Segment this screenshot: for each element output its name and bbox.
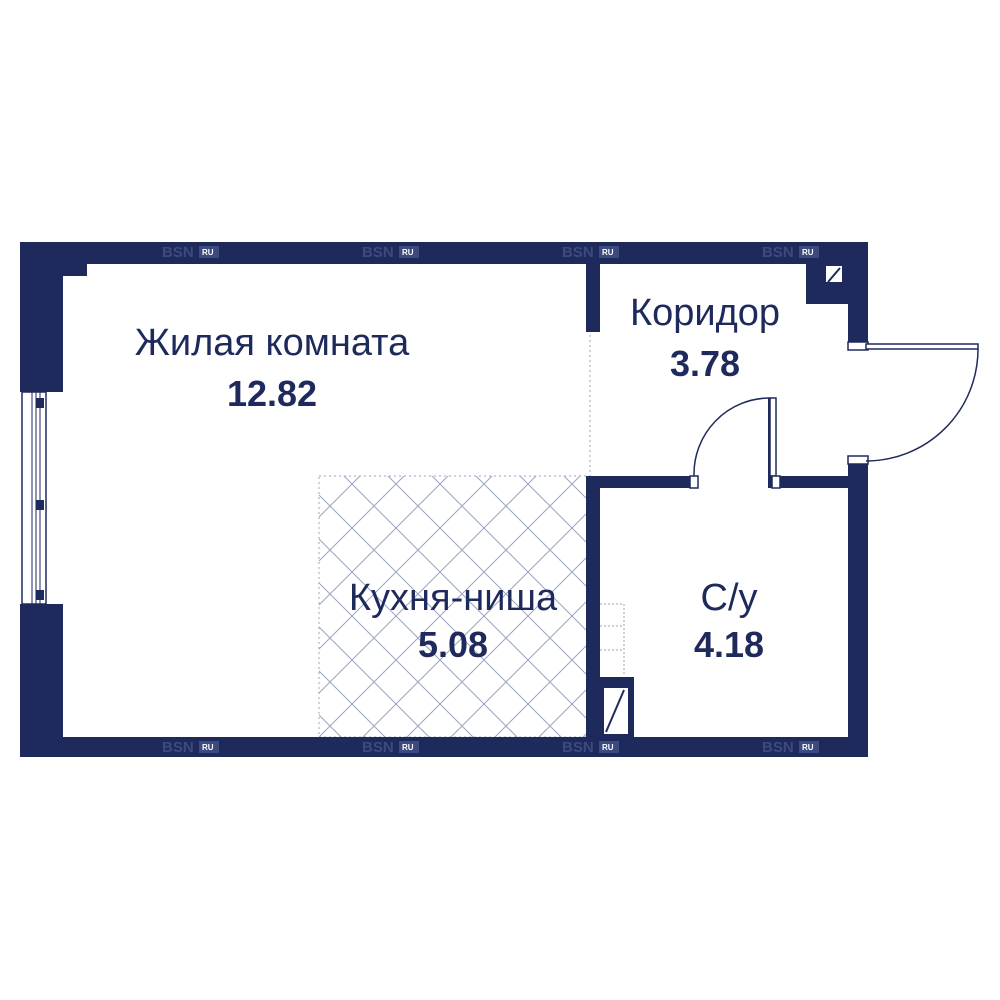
svg-text:RU: RU: [202, 248, 214, 257]
svg-text:BSN: BSN: [762, 244, 794, 261]
bathroom-door: [689, 397, 781, 489]
entrance-door: [847, 341, 979, 465]
svg-text:RU: RU: [602, 743, 614, 752]
svg-text:RU: RU: [202, 743, 214, 752]
svg-text:BSN: BSN: [362, 739, 394, 756]
svg-text:BSN: BSN: [562, 244, 594, 261]
kitchen-name: Кухня-ниша: [349, 577, 558, 619]
svg-text:RU: RU: [602, 248, 614, 257]
living-room-name: Жилая комната: [135, 322, 410, 364]
svg-text:RU: RU: [802, 248, 814, 257]
svg-text:BSN: BSN: [162, 244, 194, 261]
kitchen-hatch-area: [319, 476, 587, 737]
walls: [20, 242, 868, 757]
living-room-area: 12.82: [227, 373, 317, 414]
svg-text:RU: RU: [802, 743, 814, 752]
kitchen-area: 5.08: [418, 624, 488, 665]
svg-text:BSN: BSN: [362, 244, 394, 261]
svg-text:BSN: BSN: [762, 739, 794, 756]
bathroom-name: С/у: [701, 577, 758, 619]
window: [21, 391, 47, 605]
svg-text:BSN: BSN: [162, 739, 194, 756]
svg-text:RU: RU: [402, 743, 414, 752]
corridor-area: 3.78: [670, 343, 740, 384]
svg-text:BSN: BSN: [562, 739, 594, 756]
kitchen-cabinet-marks: [600, 603, 625, 676]
corridor-name: Коридор: [630, 292, 780, 334]
watermarks: BSN RU BSN RU BSN RU BSN RU BSN RU BSN RU BSN R…: [162, 244, 819, 756]
bathroom-area: 4.18: [694, 624, 764, 665]
svg-text:RU: RU: [402, 248, 414, 257]
